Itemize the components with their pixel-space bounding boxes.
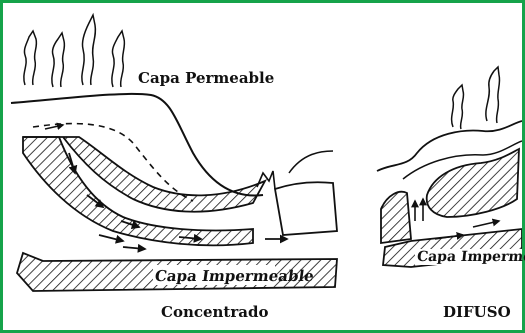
up-arrow-4 — [112, 31, 125, 87]
right-upward-arrows — [452, 67, 500, 129]
caption-concentrado: Concentrado — [161, 303, 268, 321]
label-capa-impermeable-right: Capa Impermeable — [416, 249, 525, 265]
up-arrow-6 — [486, 67, 500, 123]
up-arrow-3 — [82, 15, 96, 85]
left-stream-line — [289, 151, 333, 173]
left-upward-arrows — [24, 15, 125, 87]
left-stream-block — [275, 182, 337, 235]
up-arrow-1 — [24, 31, 37, 85]
up-arrow-2 — [52, 33, 65, 87]
label-capa-permeable: Capa Permeable — [138, 69, 274, 87]
right-hatched-wedge — [381, 192, 411, 243]
caption-difuso: DIFUSO — [443, 303, 511, 321]
up-arrow-5 — [452, 85, 464, 129]
label-capa-impermeable-left: Capa Impermeable — [154, 267, 315, 285]
